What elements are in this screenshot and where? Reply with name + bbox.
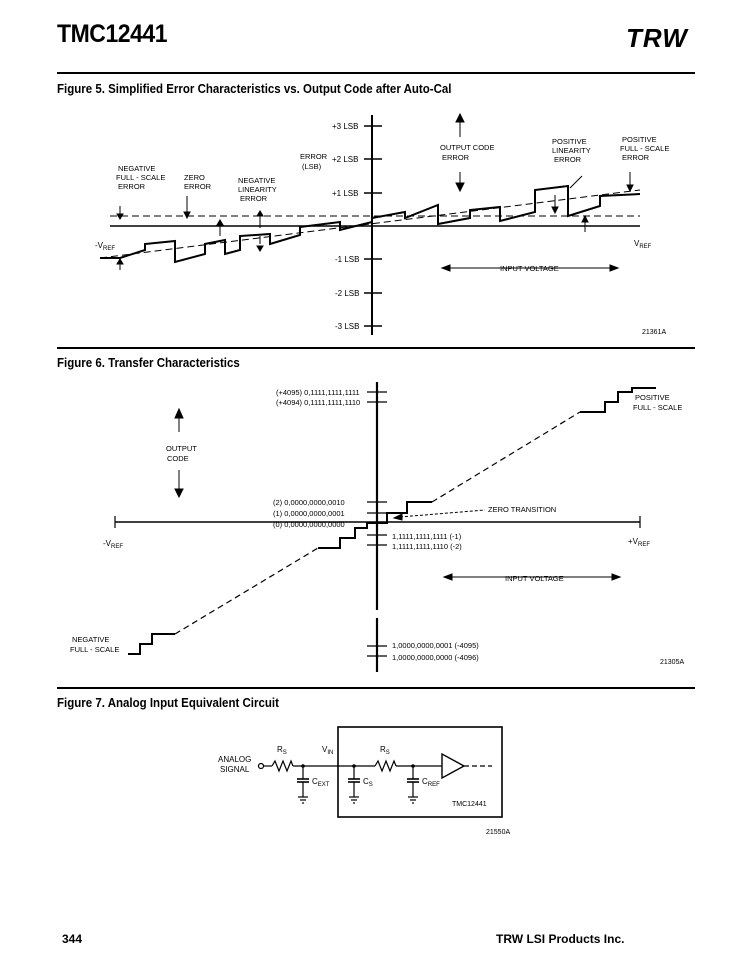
fig5-error-unit: (LSB) xyxy=(302,162,322,171)
fig5-pos-fs-1: POSITIVE xyxy=(622,135,657,144)
fig7-drawing-id: 21550A xyxy=(486,829,510,836)
fig6-drawing-id: 21305A xyxy=(660,659,684,666)
fig5-pos-fs-2: FULL - SCALE xyxy=(620,144,669,153)
fig6-code-0: (0) 0,0000,0000,0000 xyxy=(273,520,345,529)
fig5-tick-m3: -3 LSB xyxy=(335,322,359,331)
fig6-pos-fs-2: FULL - SCALE xyxy=(633,403,682,412)
fig5-error-label: ERROR xyxy=(300,152,328,161)
fig7-analog-1: ANALOG xyxy=(218,755,251,764)
fig5-neg-lin-3: ERROR xyxy=(240,194,268,203)
fig6-rule xyxy=(57,687,695,689)
fig5-zero-2: ERROR xyxy=(184,182,212,191)
fig5-neg-vref: -VREF xyxy=(95,241,115,252)
figure7-circuit: ANALOG SIGNAL RS VIN RS CEXT CS CREF TMC… xyxy=(218,726,510,836)
fig5-rule xyxy=(57,347,695,349)
fig6-neg-fs-2: FULL - SCALE xyxy=(70,645,119,654)
fig5-output-code-label-2: ERROR xyxy=(442,153,470,162)
figure6-diagram: (+4095) 0,1111,1111,1111 (+4094) 0,1111,… xyxy=(70,382,684,672)
fig5-neg-fs-1: NEGATIVE xyxy=(118,164,155,173)
fig6-code-4094: (+4094) 0,1111,1111,1110 xyxy=(276,398,360,407)
fig7-chip-label: TMC12441 xyxy=(452,801,487,808)
fig5-pos-fs-3: ERROR xyxy=(622,153,650,162)
fig6-input-voltage: INPUT VOLTAGE xyxy=(505,574,564,583)
fig5-output-code-label: OUTPUT CODE xyxy=(440,143,494,152)
figure6-caption: Figure 6. Transfer Characteristics xyxy=(57,356,240,370)
fig7-cref: CREF xyxy=(422,777,440,788)
fig6-code-m1: 1,1111,1111,1111 (-1) xyxy=(392,532,462,541)
fig5-neg-fs-3: ERROR xyxy=(118,182,146,191)
figure7-caption: Figure 7. Analog Input Equivalent Circui… xyxy=(57,696,279,710)
fig5-tick-p1: +1 LSB xyxy=(332,189,358,198)
fig5-tick-p2: +2 LSB xyxy=(332,155,358,164)
fig6-code-m2: 1,1111,1111,1110 (-2) xyxy=(392,542,462,551)
fig5-pos-lin-3: ERROR xyxy=(554,155,582,164)
fig5-neg-fs-2: FULL - SCALE xyxy=(116,173,165,182)
fig5-tick-m2: -2 LSB xyxy=(335,289,359,298)
fig6-output-code-1: OUTPUT xyxy=(166,444,197,453)
figure5-diagram: +3 LSB +2 LSB +1 LSB -1 LSB -2 LSB -3 LS… xyxy=(95,112,669,336)
fig7-cs: CS xyxy=(363,777,373,788)
fig6-zero-transition: ZERO TRANSITION xyxy=(488,505,556,514)
header-rule xyxy=(57,72,695,74)
fig7-analog-2: SIGNAL xyxy=(220,765,250,774)
fig6-code-m4096: 1,0000,0000,0000 (-4096) xyxy=(392,653,479,662)
trw-logo: TRW xyxy=(626,23,688,53)
fig6-neg-vref: -VREF xyxy=(103,539,123,550)
page-number: 344 xyxy=(62,932,83,946)
fig5-pos-lin-2: LINEARITY xyxy=(552,146,591,155)
fig6-neg-fs-1: NEGATIVE xyxy=(72,635,109,644)
fig5-input-voltage: INPUT VOLTAGE xyxy=(500,264,559,273)
fig6-code-1: (1) 0,0000,0000,0001 xyxy=(273,509,345,518)
company-name: TRW LSI Products Inc. xyxy=(496,932,625,946)
fig6-pos-vref: +VREF xyxy=(628,537,650,548)
fig5-pos-vref: VREF xyxy=(634,239,652,250)
fig7-vin: VIN xyxy=(322,745,333,756)
fig6-output-code-2: CODE xyxy=(167,454,189,463)
fig7-rs-2: RS xyxy=(380,745,390,756)
fig7-rs-1: RS xyxy=(277,745,287,756)
part-number: TMC12441 xyxy=(57,20,168,48)
fig5-neg-lin-1: NEGATIVE xyxy=(238,176,275,185)
fig5-drawing-id: 21361A xyxy=(642,329,666,336)
fig5-neg-lin-2: LINEARITY xyxy=(238,185,277,194)
fig6-code-m4095: 1,0000,0000,0001 (-4095) xyxy=(392,641,479,650)
fig6-pos-fs-1: POSITIVE xyxy=(635,393,670,402)
fig7-cext: CEXT xyxy=(312,777,330,788)
fig5-tick-p3: +3 LSB xyxy=(332,122,358,131)
fig5-tick-m1: -1 LSB xyxy=(335,255,359,264)
fig6-code-2: (2) 0,0000,0000,0010 xyxy=(273,498,345,507)
fig5-zero-1: ZERO xyxy=(184,173,205,182)
fig6-code-4095: (+4095) 0,1111,1111,1111 xyxy=(276,388,360,397)
figure5-caption: Figure 5. Simplified Error Characteristi… xyxy=(57,82,452,96)
fig5-pos-lin-1: POSITIVE xyxy=(552,137,587,146)
